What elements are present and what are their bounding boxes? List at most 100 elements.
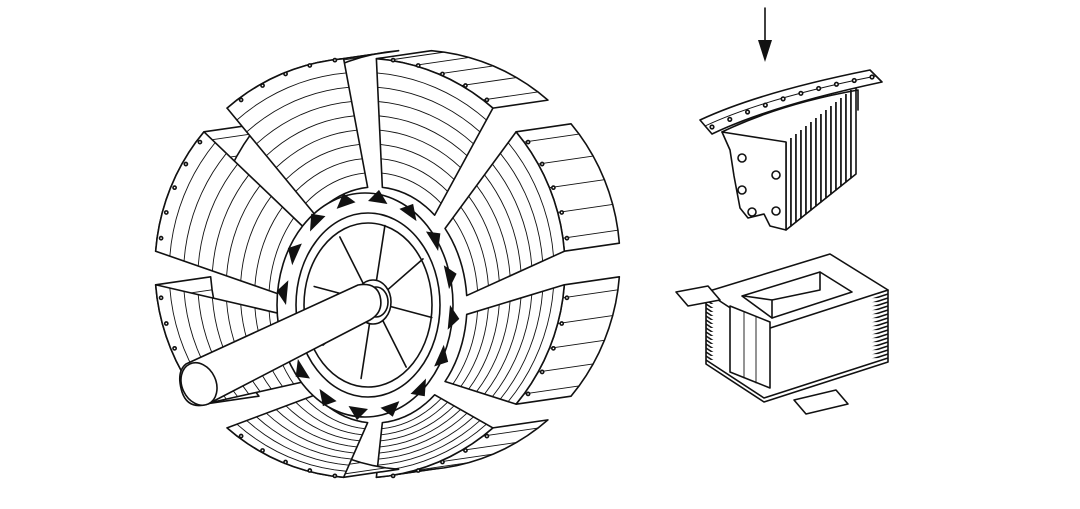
pole-rivet (484, 97, 490, 103)
winding-turn (183, 152, 227, 262)
pole-rivet (283, 71, 288, 77)
winding-turn (254, 206, 283, 287)
hub-spoke (387, 305, 433, 319)
hub-spoke (360, 320, 371, 380)
winding-turn (468, 195, 500, 282)
winding-turn (265, 412, 355, 454)
hub-tooth (295, 358, 311, 379)
rim-stripe (523, 133, 580, 143)
coil-outline (705, 289, 889, 403)
winding-turn (379, 405, 455, 442)
shoe-rivet (869, 74, 875, 80)
pole-rivet (172, 345, 178, 351)
pole-face (375, 57, 494, 216)
hub-tooth (287, 243, 302, 266)
rim-stripe (482, 427, 539, 437)
shoe-rivet (762, 102, 768, 108)
winding-turn (256, 416, 353, 460)
hub-tooth (276, 280, 289, 305)
laminated-pole-core (699, 69, 883, 231)
winding-turn (507, 142, 554, 257)
winding-turn (381, 172, 442, 204)
hub-tooth (368, 189, 388, 204)
pole-rivet (197, 139, 203, 145)
pole-rivet (564, 235, 570, 241)
winding-turn (499, 290, 544, 400)
shoe-rivet (709, 124, 715, 130)
rim-stripe (537, 155, 594, 165)
core-bolts (737, 153, 781, 217)
rotor-assembly (154, 49, 621, 479)
winding-turn (275, 129, 358, 169)
pole-rivet (550, 345, 556, 351)
pole-rivet (283, 459, 288, 465)
winding-turn (379, 409, 461, 448)
winding-turn (499, 152, 544, 262)
winding-turn (275, 409, 358, 448)
winding-turn (491, 163, 533, 267)
hub-tooth (336, 193, 356, 209)
hub-tooth (310, 213, 326, 232)
winding-turn (484, 297, 522, 395)
pole-rivet (440, 71, 445, 77)
pole-rivet (307, 468, 313, 473)
pole-rivet (559, 210, 565, 215)
pole-rivet (332, 57, 338, 63)
hub-tooth (434, 344, 449, 367)
rim-stripe (562, 289, 619, 299)
pole-rivet (163, 321, 169, 326)
rotor-shaft (178, 283, 382, 407)
hub-tooth (380, 401, 400, 417)
rim-stripe (482, 91, 539, 101)
winding-turn (377, 416, 474, 460)
winding-turn (169, 142, 216, 257)
winding-turn (507, 287, 554, 403)
winding-turn (378, 115, 468, 157)
rim-stripe (438, 453, 494, 463)
pole-rivet (539, 369, 545, 375)
rotor-pole (375, 49, 549, 216)
shoe-rivet (727, 116, 733, 122)
winding-turn (377, 420, 481, 466)
rim-stripe (523, 385, 580, 395)
winding-turn (379, 144, 455, 180)
lamination-plate (850, 86, 857, 179)
pole-rivet (183, 161, 189, 167)
pole-rivet (550, 185, 556, 191)
hub-tooth (399, 203, 417, 222)
winding-turn (460, 307, 489, 387)
winding-turn (256, 101, 353, 145)
hub-tooth (319, 388, 337, 407)
rim-stripe (461, 77, 517, 86)
winding-turn (305, 172, 366, 204)
shoe-rivet (851, 77, 857, 84)
rotor-pole (375, 394, 549, 479)
pole-rivet (539, 161, 545, 167)
winding-turn (452, 217, 479, 292)
rim-stripe (461, 442, 517, 451)
winding-turn (379, 129, 461, 169)
pole-rivet (172, 185, 178, 191)
winding-turn (491, 294, 533, 398)
hub-spoke (381, 317, 407, 368)
pole-rivet (525, 391, 531, 397)
winding-turn (452, 310, 479, 385)
rotor-pole (226, 49, 400, 216)
shoe-rivet (780, 96, 786, 102)
winding-turn (226, 185, 261, 277)
hub-teeth (276, 189, 460, 421)
shoe-rivet (833, 81, 840, 87)
pole-shoe-rivets (709, 74, 875, 130)
winding-turn (376, 72, 487, 121)
hub-spoke (375, 224, 386, 284)
winding-turn (381, 398, 442, 430)
pole-rivet (158, 235, 164, 241)
winding-turn (295, 158, 363, 192)
shoe-rivet (798, 90, 804, 96)
winding-turn (484, 174, 522, 272)
pole-rivet (238, 97, 244, 103)
hub-tooth (410, 378, 426, 397)
pole-rivet (415, 468, 421, 473)
